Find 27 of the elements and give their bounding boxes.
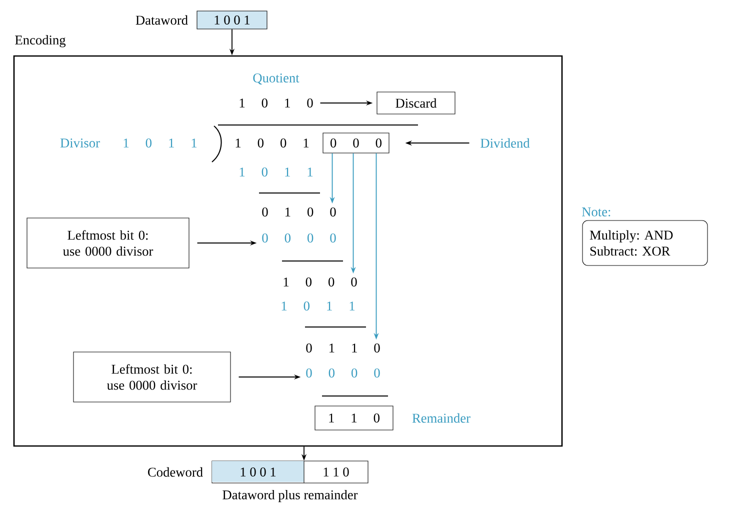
text-box: 0 0 0 xyxy=(322,132,390,154)
bit-label: 1 0 1 1 xyxy=(282,302,355,310)
note-box: Leftmost bit 0: use 0000 divisor xyxy=(73,352,231,402)
bit-label: 1 0 0 1 xyxy=(236,138,309,148)
note-box: Leftmost bit 0: use 0000 divisor xyxy=(26,218,190,268)
bit-row: 0 0 0 0 xyxy=(306,368,380,378)
box-caption: Dataword xyxy=(136,15,188,25)
bit-row: 1 0 1 0 xyxy=(240,98,313,108)
node-label: Encoding xyxy=(15,35,66,48)
bit-row: 0 1 1 0 xyxy=(306,344,380,352)
note-box: Note: Multiply: AND Subtract: XOR xyxy=(582,207,708,266)
bit-label: Quotient xyxy=(253,74,300,84)
box-caption: Codeword xyxy=(148,467,203,477)
codeword-box: 1 0 0 1 1 1 0 xyxy=(212,460,368,484)
text-box: 1 1 0 xyxy=(314,406,394,430)
dataword-box: 1 0 0 1 xyxy=(196,10,268,30)
node-label: Note: xyxy=(582,207,610,216)
bit-row: Dividend xyxy=(480,138,530,148)
box-caption: Dataword plus remainder xyxy=(222,490,358,502)
bit-label: 1 0 1 1 xyxy=(124,138,197,148)
bit-row: 0 1 0 0 xyxy=(262,208,336,216)
bit-label: 1 0 1 1 xyxy=(240,168,313,176)
bit-row: 0 0 0 0 xyxy=(262,234,336,242)
bit-row: 1 0 0 0 xyxy=(284,278,357,286)
text-box: Discard xyxy=(376,92,456,114)
bit-label: Divisor xyxy=(60,138,100,148)
box-caption: Remainder xyxy=(412,413,470,423)
